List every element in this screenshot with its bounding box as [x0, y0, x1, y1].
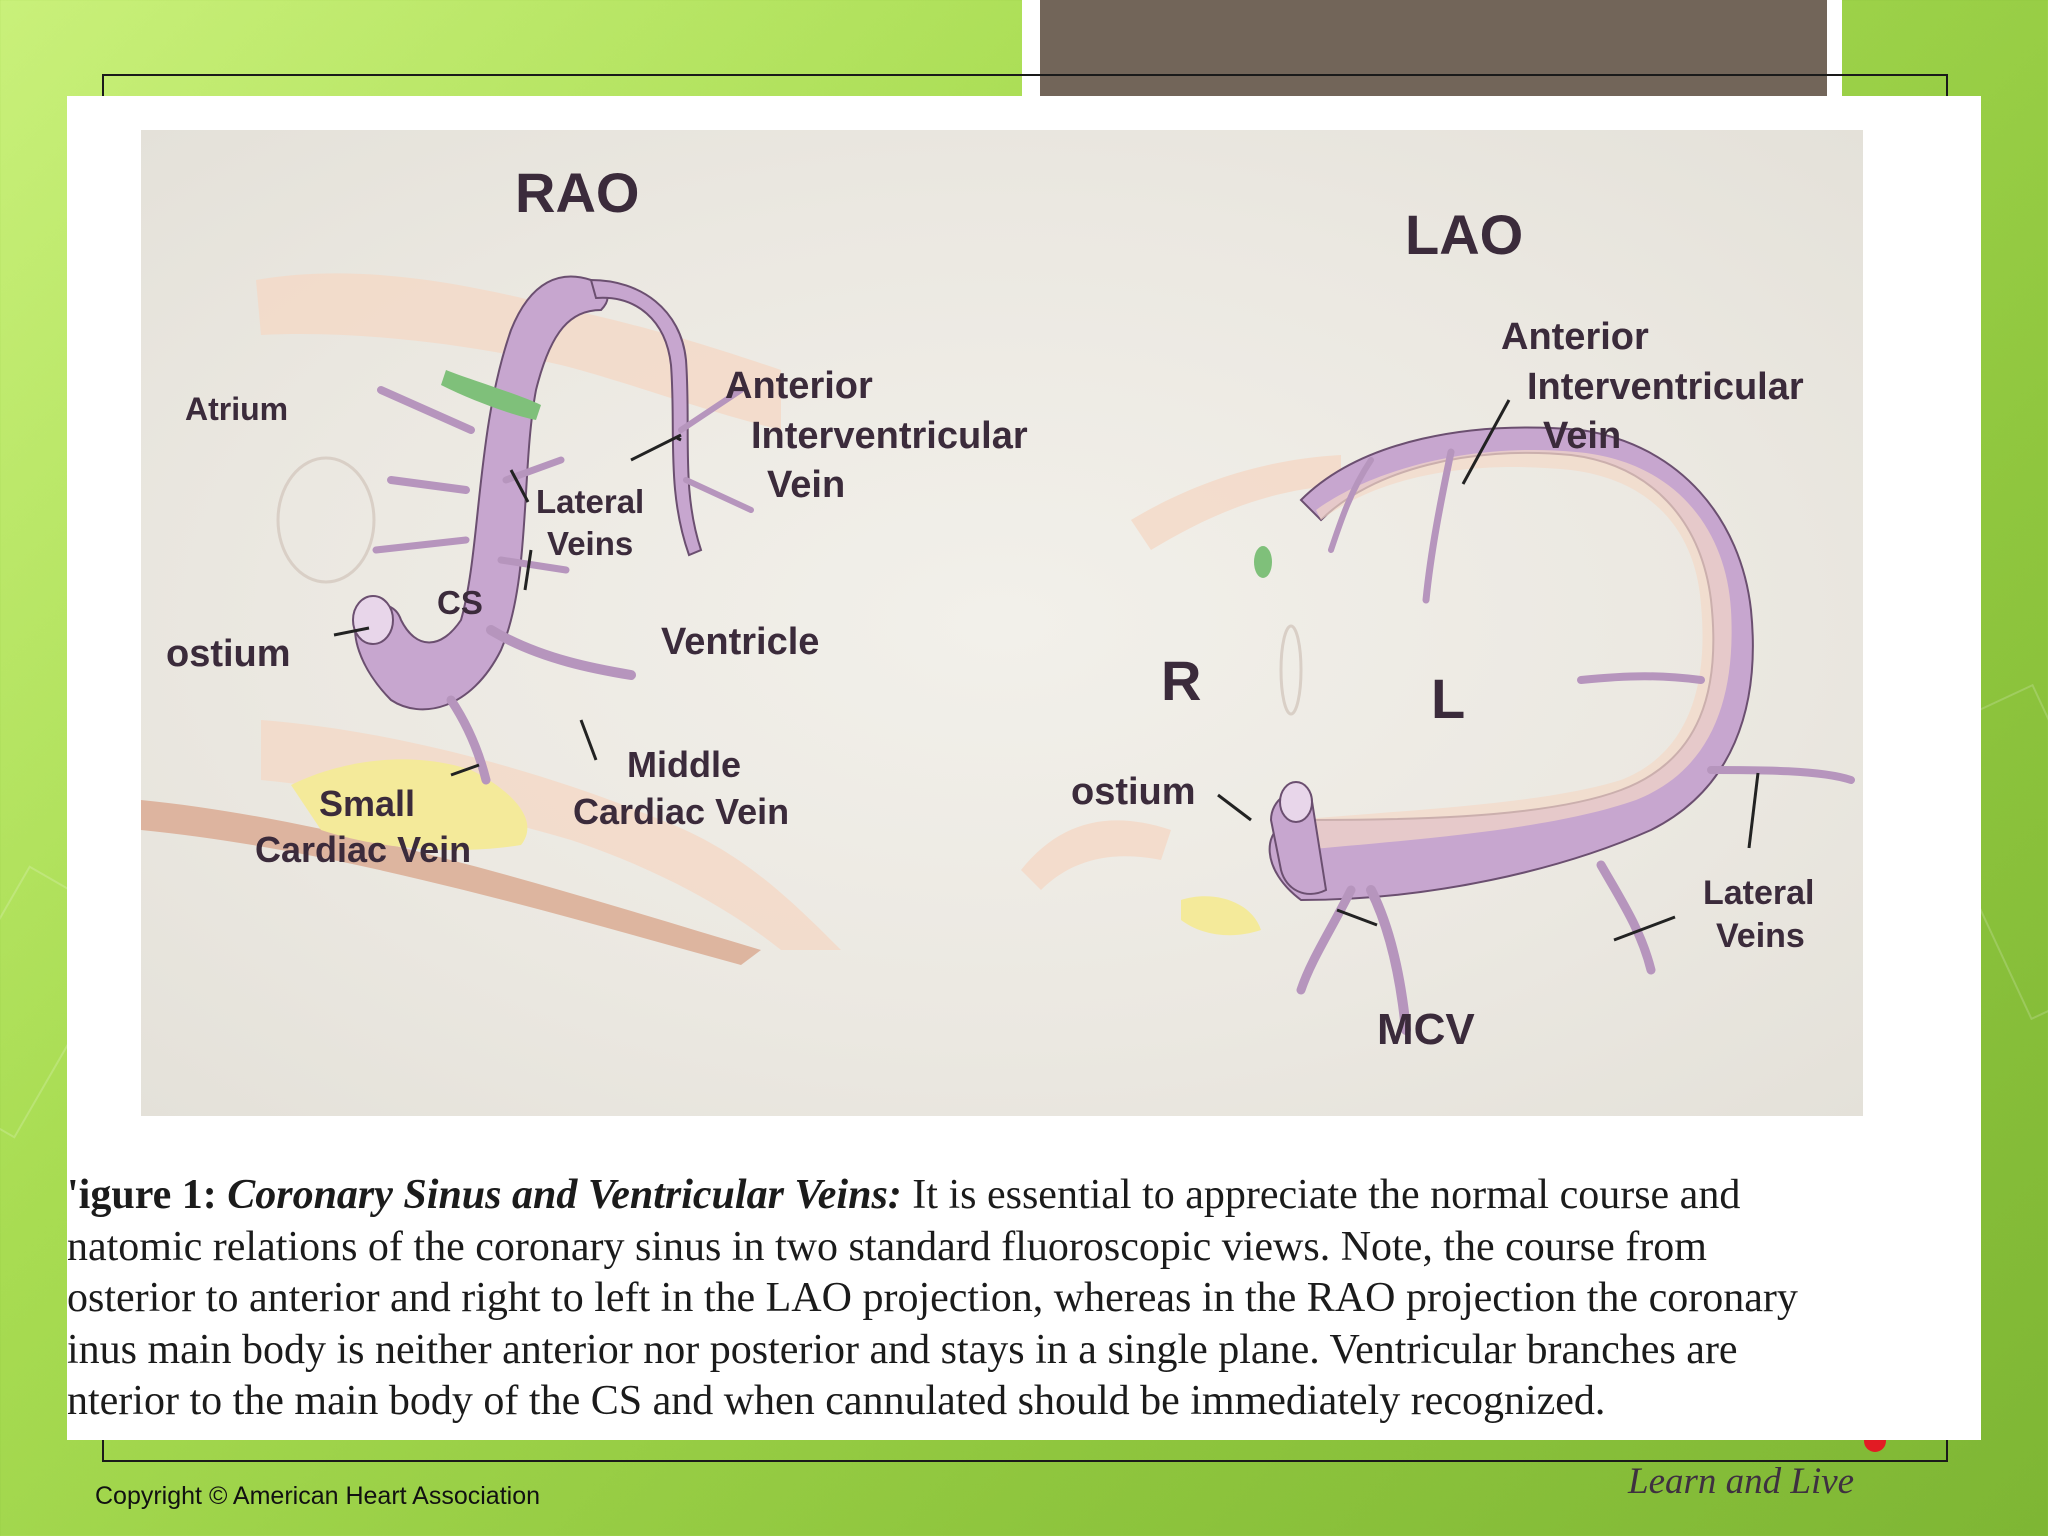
lao-lateral-label-2: Veins — [1716, 917, 1805, 955]
rao-green-marker — [441, 370, 541, 420]
rao-middle-cardiac-vein — [486, 625, 636, 680]
leader-line — [1613, 915, 1676, 942]
rao-mcv-label-1: Middle — [627, 744, 741, 785]
rao-branch — [683, 477, 754, 513]
rao-cs-label: CS — [437, 584, 483, 621]
tagline-text: Learn and Live — [1628, 1461, 1855, 1502]
lao-aiv-label-3: Vein — [1543, 415, 1621, 457]
rao-aiv-label-1: Anterior — [725, 365, 873, 407]
lao-ostium-label: ostium — [1071, 771, 1196, 813]
lao-aiv-label-1: Anterior — [1501, 316, 1649, 358]
rao-title: RAO — [515, 161, 639, 224]
lao-left-band — [1021, 820, 1171, 890]
caption-figure-label: 'igure 1: — [67, 1172, 217, 1218]
lao-mcv-label: MCV — [1377, 1005, 1475, 1054]
rao-groove-band — [141, 800, 761, 965]
lao-aiv-label-2: Interventricular — [1527, 366, 1804, 408]
logo-fragment — [1864, 1440, 1886, 1452]
caption-text: It is essential to appreciate the normal… — [912, 1172, 1741, 1218]
leader-line — [1461, 399, 1511, 485]
leader-line — [1747, 772, 1760, 849]
lao-r-label: R — [1161, 649, 1201, 712]
caption-line: inus main body is neither anterior nor p… — [67, 1326, 1738, 1373]
rao-branch — [678, 387, 744, 433]
lao-lateral-vein — [1707, 766, 1855, 784]
leader-line — [450, 763, 480, 777]
rao-branch — [372, 536, 470, 554]
rao-view: RAO Atrium Anterior Interventricular Vei… — [141, 161, 1028, 965]
caption-line: osterior to anterior and right to left i… — [67, 1275, 1798, 1321]
leader-line — [1336, 908, 1378, 927]
lao-view: LAO Anterior Interventricular Vein R L o… — [1021, 203, 1855, 1054]
leader-line — [630, 433, 682, 462]
lao-l-label: L — [1431, 667, 1465, 730]
lao-title: LAO — [1405, 203, 1523, 266]
rao-atrium-outline — [276, 456, 376, 584]
lao-lateral-vein — [1596, 860, 1656, 975]
rao-scv-label-1: Small — [319, 783, 415, 824]
rao-branch — [497, 556, 570, 574]
rao-lateral-label-1: Lateral — [536, 483, 644, 520]
lao-branch — [1577, 672, 1705, 684]
lao-branch — [1328, 457, 1374, 553]
rao-ostium-label: ostium — [166, 633, 291, 675]
caption-line: 'igure 1: Coronary Sinus and Ventricular… — [67, 1170, 1951, 1222]
figure-caption: 'igure 1: Coronary Sinus and Ventricular… — [67, 1170, 1951, 1428]
lao-lateral-label-1: Lateral — [1703, 874, 1815, 912]
rao-aiv-label-2: Interventricular — [751, 415, 1028, 457]
rao-small-cardiac-fat — [291, 759, 528, 850]
rao-lateral-label-2: Veins — [547, 525, 633, 562]
lao-green-marker — [1254, 546, 1272, 578]
caption-figure-title: Coronary Sinus and Ventricular Veins: — [227, 1172, 902, 1218]
title-placeholder — [1040, 0, 1827, 96]
leader-line — [1217, 793, 1252, 822]
lao-fat — [1181, 896, 1261, 936]
lao-mcv-vein — [1366, 885, 1411, 1035]
rao-branch — [377, 386, 475, 434]
lao-septum — [1279, 624, 1303, 716]
rao-mcv-label-2: Cardiac Vein — [573, 791, 789, 832]
rao-branch — [387, 476, 470, 494]
lao-ostium — [1279, 781, 1313, 823]
rao-atrium-label: Atrium — [185, 391, 288, 427]
leader-line — [333, 626, 370, 637]
caption-line: nterior to the main body of the CS and w… — [67, 1378, 1606, 1424]
lao-aiv-branch — [1422, 448, 1455, 604]
leader-line — [579, 719, 598, 761]
rao-ventricle-label: Ventricle — [661, 621, 819, 663]
rao-aiv-branch — [589, 278, 703, 557]
rao-small-cardiac-vein — [446, 695, 491, 785]
caption-line: natomic relations of the coronary sinus … — [67, 1223, 1707, 1270]
leader-line — [523, 549, 533, 591]
leader-line — [509, 469, 530, 503]
rao-scv-label-2: Cardiac Vein — [255, 829, 471, 870]
lao-branch — [1296, 885, 1356, 995]
copyright-text: Copyright © American Heart Association — [95, 1482, 541, 1510]
lao-upper-band — [1131, 455, 1341, 550]
rao-aiv-label-3: Vein — [767, 464, 845, 506]
rao-ostium — [352, 595, 394, 645]
coronary-veins-figure: RAO Atrium Anterior Interventricular Vei… — [141, 130, 1863, 1116]
